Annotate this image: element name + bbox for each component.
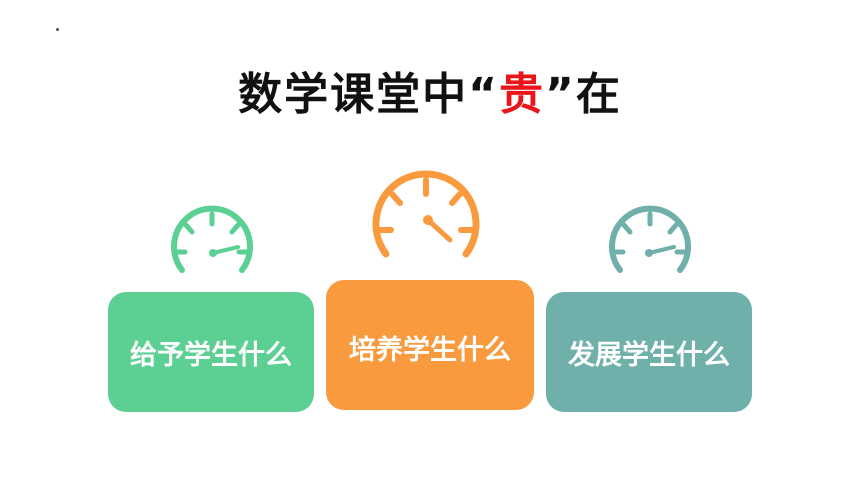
card-develop: 发展学生什么	[546, 292, 752, 412]
speedometer-icon	[372, 170, 480, 258]
decorative-dot	[56, 28, 59, 31]
title-text-after: ”在	[545, 69, 622, 120]
card-cultivate: 培养学生什么	[326, 280, 534, 410]
title-text-before: 数学课堂中“	[238, 69, 499, 120]
title-highlight: 贵	[499, 69, 545, 120]
slide-title: 数学课堂中“贵”在	[0, 58, 860, 122]
card-label: 给予学生什么	[130, 339, 292, 371]
card-label: 发展学生什么	[568, 339, 730, 371]
speedometer-icon	[609, 205, 691, 273]
card-label: 培养学生什么	[349, 335, 511, 366]
card-give: 给予学生什么	[108, 292, 314, 412]
speedometer-icon	[171, 205, 253, 273]
